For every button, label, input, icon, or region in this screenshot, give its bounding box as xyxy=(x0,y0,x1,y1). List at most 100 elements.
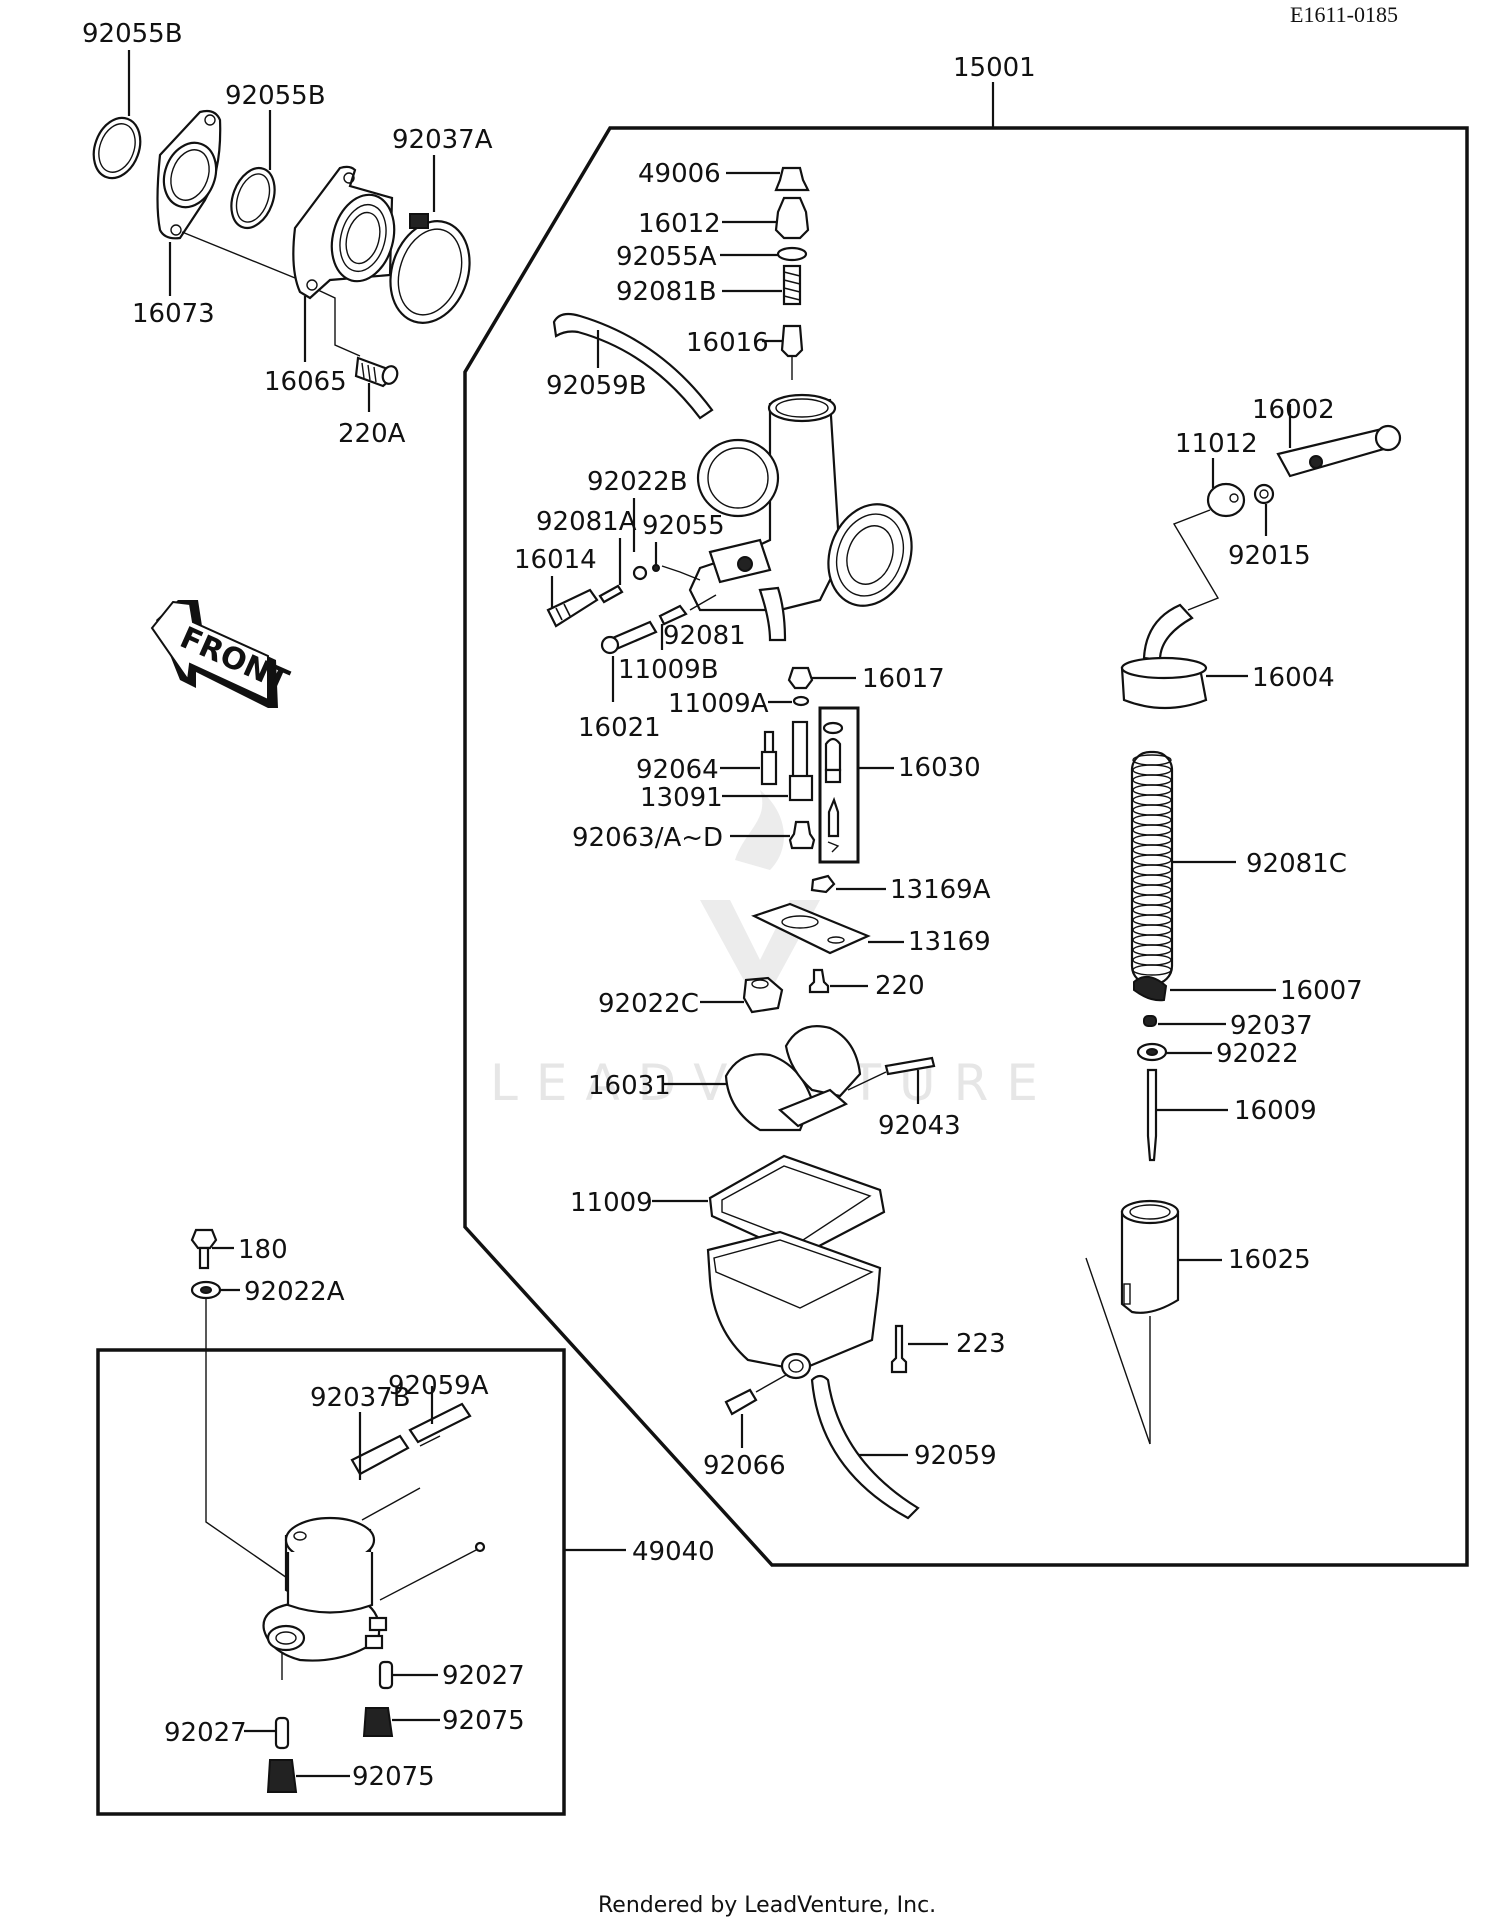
label-16031[interactable]: 16031 xyxy=(588,1071,671,1101)
o-ring-92055 xyxy=(652,564,660,572)
label-92055[interactable]: 92055 xyxy=(642,511,725,541)
label-13091[interactable]: 13091 xyxy=(640,783,723,813)
label-92081B[interactable]: 92081B xyxy=(616,277,717,307)
label-92063[interactable]: 92063/A~D xyxy=(572,823,723,853)
needle-jet xyxy=(791,720,809,784)
cap-49006 xyxy=(774,166,810,192)
carburetor-assembly-frame xyxy=(463,126,1469,1567)
label-92064[interactable]: 92064 xyxy=(636,755,719,785)
hose-92059A xyxy=(408,1402,472,1444)
plug-16017 xyxy=(787,666,814,690)
fuel-pump-mount: 180 92022A xyxy=(190,1228,345,1581)
label-16016[interactable]: 16016 xyxy=(686,328,769,358)
label-49040[interactable]: 49040 xyxy=(632,1537,715,1567)
spring-92081A xyxy=(598,584,624,604)
label-92055B[interactable]: 92055B xyxy=(82,19,183,49)
float-bowl xyxy=(706,1230,882,1372)
label-92037B[interactable]: 92037B xyxy=(310,1383,411,1413)
label-92081C[interactable]: 92081C xyxy=(1246,849,1347,879)
label-13169[interactable]: 13169 xyxy=(908,927,991,957)
float-valve-group: 13169A 13169 220 92022C xyxy=(598,874,991,1019)
document-id: E1611-0185 xyxy=(1290,2,1398,27)
label-92066[interactable]: 92066 xyxy=(703,1451,786,1481)
nut-92015 xyxy=(1253,483,1275,505)
label-92075[interactable]: 92075 xyxy=(442,1706,525,1736)
label-16065[interactable]: 16065 xyxy=(264,367,347,397)
label-92022C[interactable]: 92022C xyxy=(598,989,699,1019)
label-223[interactable]: 223 xyxy=(956,1329,1006,1359)
hose-92059B xyxy=(552,312,714,420)
label-13169A[interactable]: 13169A xyxy=(890,875,991,905)
label-92022B[interactable]: 92022B xyxy=(587,467,688,497)
label-92037[interactable]: 92037 xyxy=(1230,1011,1313,1041)
label-92015[interactable]: 92015 xyxy=(1228,541,1311,571)
label-92081A[interactable]: 92081A xyxy=(536,507,637,537)
pipe-92027-2 xyxy=(274,1716,290,1750)
label-16017[interactable]: 16017 xyxy=(862,664,945,694)
label-16004[interactable]: 16004 xyxy=(1252,663,1335,693)
adjuster-16012 xyxy=(774,196,810,240)
spring-92081 xyxy=(658,604,688,626)
front-direction-arrow: FRONT xyxy=(150,600,294,708)
label-16014[interactable]: 16014 xyxy=(514,545,597,575)
footer-credit: Rendered by LeadVenture, Inc. xyxy=(598,1893,936,1918)
label-92037A[interactable]: 92037A xyxy=(392,125,493,155)
label-11009A[interactable]: 11009A xyxy=(668,689,769,719)
label-11009[interactable]: 11009 xyxy=(570,1188,653,1218)
label-92027[interactable]: 92027 xyxy=(442,1661,525,1691)
label-16009[interactable]: 16009 xyxy=(1234,1096,1317,1126)
label-92043[interactable]: 92043 xyxy=(878,1111,961,1141)
label-11009B[interactable]: 11009B xyxy=(618,655,719,685)
label-92081[interactable]: 92081 xyxy=(663,621,746,651)
drain-screw-92066 xyxy=(724,1388,758,1416)
gasket-11009 xyxy=(708,1154,886,1258)
float-group: 16031 92043 xyxy=(588,1025,961,1141)
jet-needle-16009 xyxy=(1146,1068,1158,1162)
valve-92022C xyxy=(742,976,784,1014)
screw-220 xyxy=(808,968,830,994)
label-16021[interactable]: 16021 xyxy=(578,713,661,743)
label-16007[interactable]: 16007 xyxy=(1280,976,1363,1006)
o-ring-92055B-2 xyxy=(230,166,276,230)
elbow-pipe xyxy=(1142,603,1194,662)
plate-13169 xyxy=(751,902,871,955)
throttle-group: 16002 11012 92015 16004 xyxy=(1120,395,1402,710)
retainer-16007 xyxy=(1133,975,1168,1002)
label-92027-2[interactable]: 92027 xyxy=(164,1718,247,1748)
label-92055A[interactable]: 92055A xyxy=(616,242,717,272)
main-jet-92063 xyxy=(788,820,816,850)
clamp-92037A xyxy=(389,220,471,324)
pin-92043 xyxy=(884,1056,936,1076)
top-cap-16004 xyxy=(1120,666,1208,710)
label-92055B-2[interactable]: 92055B xyxy=(225,81,326,111)
filter-92075-2 xyxy=(266,1759,298,1793)
screw-223 xyxy=(890,1324,908,1374)
drain-hose-92059 xyxy=(810,1374,920,1520)
label-15001[interactable]: 15001 xyxy=(953,53,1036,83)
jet-kit-16030-box xyxy=(818,706,860,864)
label-92059[interactable]: 92059 xyxy=(914,1441,997,1471)
label-49006[interactable]: 49006 xyxy=(638,159,721,189)
label-16073[interactable]: 16073 xyxy=(132,299,215,329)
label-16012[interactable]: 16012 xyxy=(638,209,721,239)
hose-92037B-part xyxy=(350,1434,410,1476)
label-16002[interactable]: 16002 xyxy=(1252,395,1335,425)
label-220[interactable]: 220 xyxy=(875,971,925,1001)
label-11012[interactable]: 11012 xyxy=(1175,429,1258,459)
label-92022A[interactable]: 92022A xyxy=(244,1277,345,1307)
label-220A[interactable]: 220A xyxy=(338,419,406,449)
top-stack: 49006 16012 92055A 92081B 16016 xyxy=(616,159,810,380)
label-16030[interactable]: 16030 xyxy=(898,753,981,783)
spring-coil xyxy=(1132,964,1172,976)
label-92022[interactable]: 92022 xyxy=(1216,1039,1299,1069)
label-92059A[interactable]: 92059A xyxy=(388,1371,489,1401)
fuel-pump-assembly-frame xyxy=(96,1348,566,1816)
label-92075-2[interactable]: 92075 xyxy=(352,1762,435,1792)
label-16025[interactable]: 16025 xyxy=(1228,1245,1311,1275)
bolt-180 xyxy=(190,1228,218,1250)
label-180[interactable]: 180 xyxy=(238,1235,288,1265)
intake-group: 92055B 16073 92055B 16065 xyxy=(82,19,493,449)
label-92059B[interactable]: 92059B xyxy=(546,371,647,401)
pipe-92027 xyxy=(378,1660,394,1690)
